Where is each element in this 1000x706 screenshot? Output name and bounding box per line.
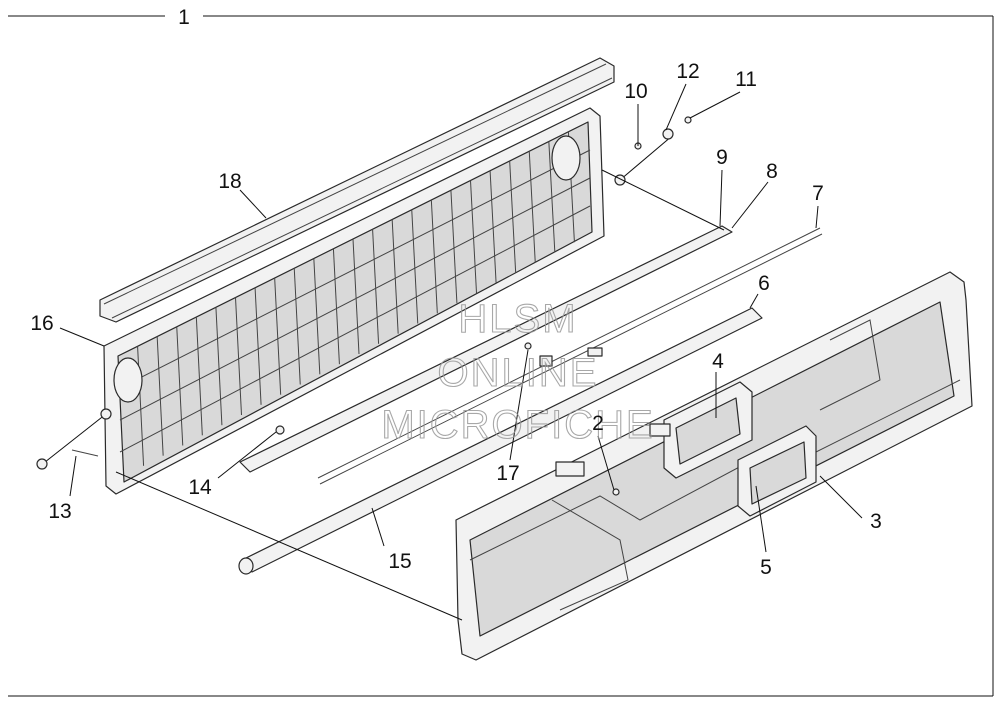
panel-rib (548, 141, 556, 253)
panel-rib (235, 297, 242, 416)
callout-3: 3 (870, 510, 882, 533)
panel-rib (430, 199, 438, 314)
panel-rib (509, 160, 517, 273)
support-tube (238, 307, 763, 575)
lower-strip (239, 225, 733, 473)
leader-lines (59, 83, 863, 621)
watermark: HLSM ONLINE MICROFICHE (381, 296, 654, 447)
callout-7: 7 (812, 182, 824, 205)
fasteners (71, 116, 692, 496)
callout-numbers: 1 2 3 4 5 6 7 8 9 10 11 12 13 14 15 16 1… (30, 6, 882, 579)
callout-11: 11 (735, 68, 757, 91)
callout-15: 15 (388, 550, 411, 573)
panel-rib (195, 316, 203, 436)
panel-rib (274, 277, 282, 395)
callout-13: 13 (48, 500, 71, 523)
watermark-line-1: HLSM (458, 297, 577, 341)
callout-9: 9 (716, 146, 728, 169)
callout-2: 2 (592, 412, 604, 435)
callout-8: 8 (766, 160, 778, 183)
callout-5: 5 (760, 556, 772, 579)
panel-rib (450, 190, 458, 304)
callout-1: 1 (178, 6, 190, 29)
panel-rib (119, 205, 591, 453)
watermark-line-3: MICROFICHE (381, 403, 654, 447)
watermark-line-2: ONLINE (438, 351, 599, 395)
panel-rib (215, 307, 223, 426)
callout-12: 12 (676, 60, 699, 83)
support-cables (36, 128, 674, 470)
panel-rib (176, 326, 184, 446)
panel-rib (352, 238, 360, 355)
callout-10: 10 (624, 80, 647, 103)
panel-rib (156, 336, 164, 456)
callout-6: 6 (758, 272, 770, 295)
top-cap-rail (99, 57, 615, 323)
outer-tailgate-shell (455, 271, 973, 661)
panel-rib (332, 248, 340, 365)
panel-rib (313, 258, 321, 375)
panel-rib (411, 209, 419, 324)
panel-rib (391, 219, 399, 334)
panel-rib (489, 170, 497, 283)
panel-rib (119, 177, 591, 421)
torsion-rod (317, 227, 823, 485)
frame (8, 15, 994, 697)
panel-rib (254, 287, 262, 405)
callout-4: 4 (712, 350, 724, 373)
panel-rib (470, 180, 477, 294)
panel-rib (293, 268, 301, 385)
panel-rib (528, 151, 536, 263)
callout-17: 17 (496, 462, 519, 485)
panel-rib (119, 149, 591, 389)
inner-tailgate-panel (103, 107, 605, 495)
callout-14: 14 (188, 476, 212, 499)
panel-rib (372, 229, 380, 344)
callout-16: 16 (30, 312, 53, 335)
callout-18: 18 (218, 170, 241, 193)
